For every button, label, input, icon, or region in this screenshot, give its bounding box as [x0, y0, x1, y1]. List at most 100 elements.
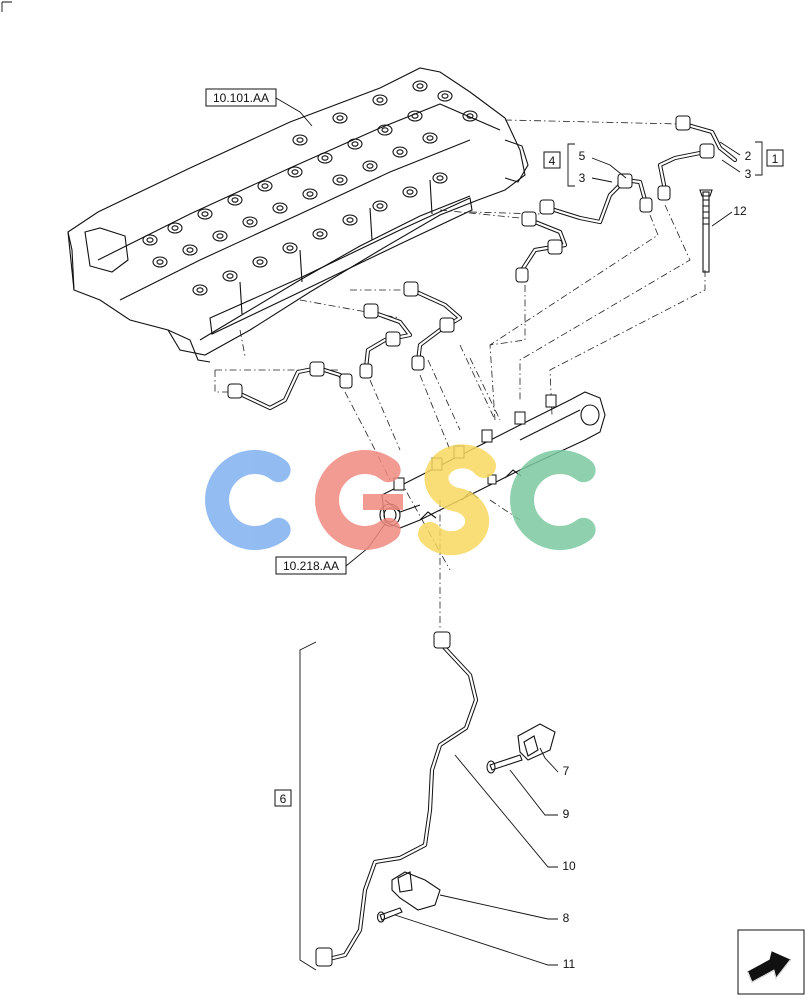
callout-2[interactable]: 2 [745, 149, 752, 163]
head-boss [462, 110, 478, 122]
callout-8[interactable]: 8 [563, 911, 570, 925]
head-boss-bore [261, 183, 269, 189]
head-boss [242, 216, 258, 228]
head-boss [142, 234, 158, 246]
pipe-nut [675, 115, 691, 131]
watermark-letter [418, 444, 496, 556]
head-boss [412, 80, 428, 92]
pipe-nut [539, 199, 555, 215]
callout-11[interactable]: 11 [563, 957, 576, 971]
head-boss [167, 222, 183, 234]
pipe-nut [433, 631, 451, 649]
reference-cylinder-head[interactable]: 10.101.AA [205, 88, 313, 127]
callout-12[interactable]: 12 [733, 204, 747, 218]
head-boss [332, 112, 348, 124]
head-boss [407, 110, 423, 122]
head-boss-bore [411, 113, 419, 119]
head-boss-bore [256, 259, 264, 265]
head-boss-bore [336, 177, 344, 183]
head-boss [152, 256, 168, 268]
clamp-upper [517, 723, 556, 761]
head-boss-bore [156, 259, 164, 265]
head-boss-bore [291, 169, 299, 175]
pipe-nut [521, 211, 537, 227]
pipe-nut [617, 173, 633, 189]
head-boss-bore [406, 189, 414, 195]
pipe-nut [359, 363, 373, 379]
head-boss-bore [171, 225, 179, 231]
head-boss-bore [246, 219, 254, 225]
head-boss [227, 194, 243, 206]
head-boss-bore [376, 97, 384, 103]
reference-fuel-rail-text: 10.218.AA [283, 559, 339, 573]
head-boss-bore [316, 231, 324, 237]
arrow-next-page-icon[interactable] [737, 929, 805, 995]
head-boss [302, 188, 318, 200]
pipe-nut [339, 373, 353, 389]
head-boss-bore [196, 287, 204, 293]
callouts: 1 2 3 4 5 3 12 6 7 9 10 8 11 [274, 141, 784, 971]
callout-5[interactable]: 5 [579, 149, 586, 163]
head-boss [347, 138, 363, 150]
injector-pipes [227, 115, 738, 411]
pipe-nut [639, 197, 653, 213]
head-boss-bore [436, 175, 444, 181]
head-boss [362, 160, 378, 172]
clamp-lower [391, 871, 441, 911]
pipe-nut [227, 383, 243, 399]
head-boss-bore [346, 217, 354, 223]
head-boss [332, 174, 348, 186]
head-boss [372, 94, 388, 106]
head-boss [287, 166, 303, 178]
pipe-nut [309, 361, 325, 377]
head-boss [312, 228, 328, 240]
callout-9[interactable]: 9 [563, 807, 570, 821]
watermark-letter [510, 450, 596, 550]
cylinder-head [67, 67, 529, 363]
head-boss-bore [186, 247, 194, 253]
head-boss [192, 284, 208, 296]
callout-3-lower[interactable]: 3 [579, 171, 586, 185]
head-boss-bore [286, 245, 294, 251]
head-boss-bore [146, 237, 154, 243]
pipe-nut [363, 303, 379, 319]
corner-mark [1, 1, 12, 12]
watermark-letter [205, 450, 291, 550]
head-boss-bore [321, 155, 329, 161]
head-boss [377, 124, 393, 136]
head-boss-bore [381, 127, 389, 133]
head-boss [197, 208, 213, 220]
head-boss [342, 214, 358, 226]
bolt-lower [376, 907, 403, 923]
callout-box-6[interactable] [274, 789, 292, 807]
callout-6: 6 [280, 792, 287, 806]
head-boss-bore [296, 137, 304, 143]
head-boss-bore [426, 135, 434, 141]
callout-box-4[interactable] [543, 151, 561, 169]
head-boss-bore [336, 115, 344, 121]
head-boss [272, 202, 288, 214]
head-boss [257, 180, 273, 192]
head-boss-bore [416, 83, 424, 89]
pipe-nut [385, 331, 401, 347]
pipe-nut [403, 281, 419, 297]
head-bosses [142, 80, 478, 296]
bolt-upper [486, 754, 523, 774]
head-boss-bore [231, 197, 239, 203]
callout-3-upper[interactable]: 3 [745, 167, 752, 181]
callout-10[interactable]: 10 [562, 859, 576, 873]
head-boss [252, 256, 268, 268]
head-boss-bore [441, 93, 449, 99]
head-boss [422, 132, 438, 144]
callout-box-1[interactable] [766, 149, 784, 167]
reference-fuel-rail[interactable]: 10.218.AA [275, 523, 386, 575]
callout-7[interactable]: 7 [563, 764, 570, 778]
head-boss-bore [366, 163, 374, 169]
head-boss [402, 186, 418, 198]
head-boss [222, 270, 238, 282]
head-boss-bore [201, 211, 209, 217]
pipe-nut [699, 143, 715, 159]
pipe-nut [411, 355, 425, 371]
